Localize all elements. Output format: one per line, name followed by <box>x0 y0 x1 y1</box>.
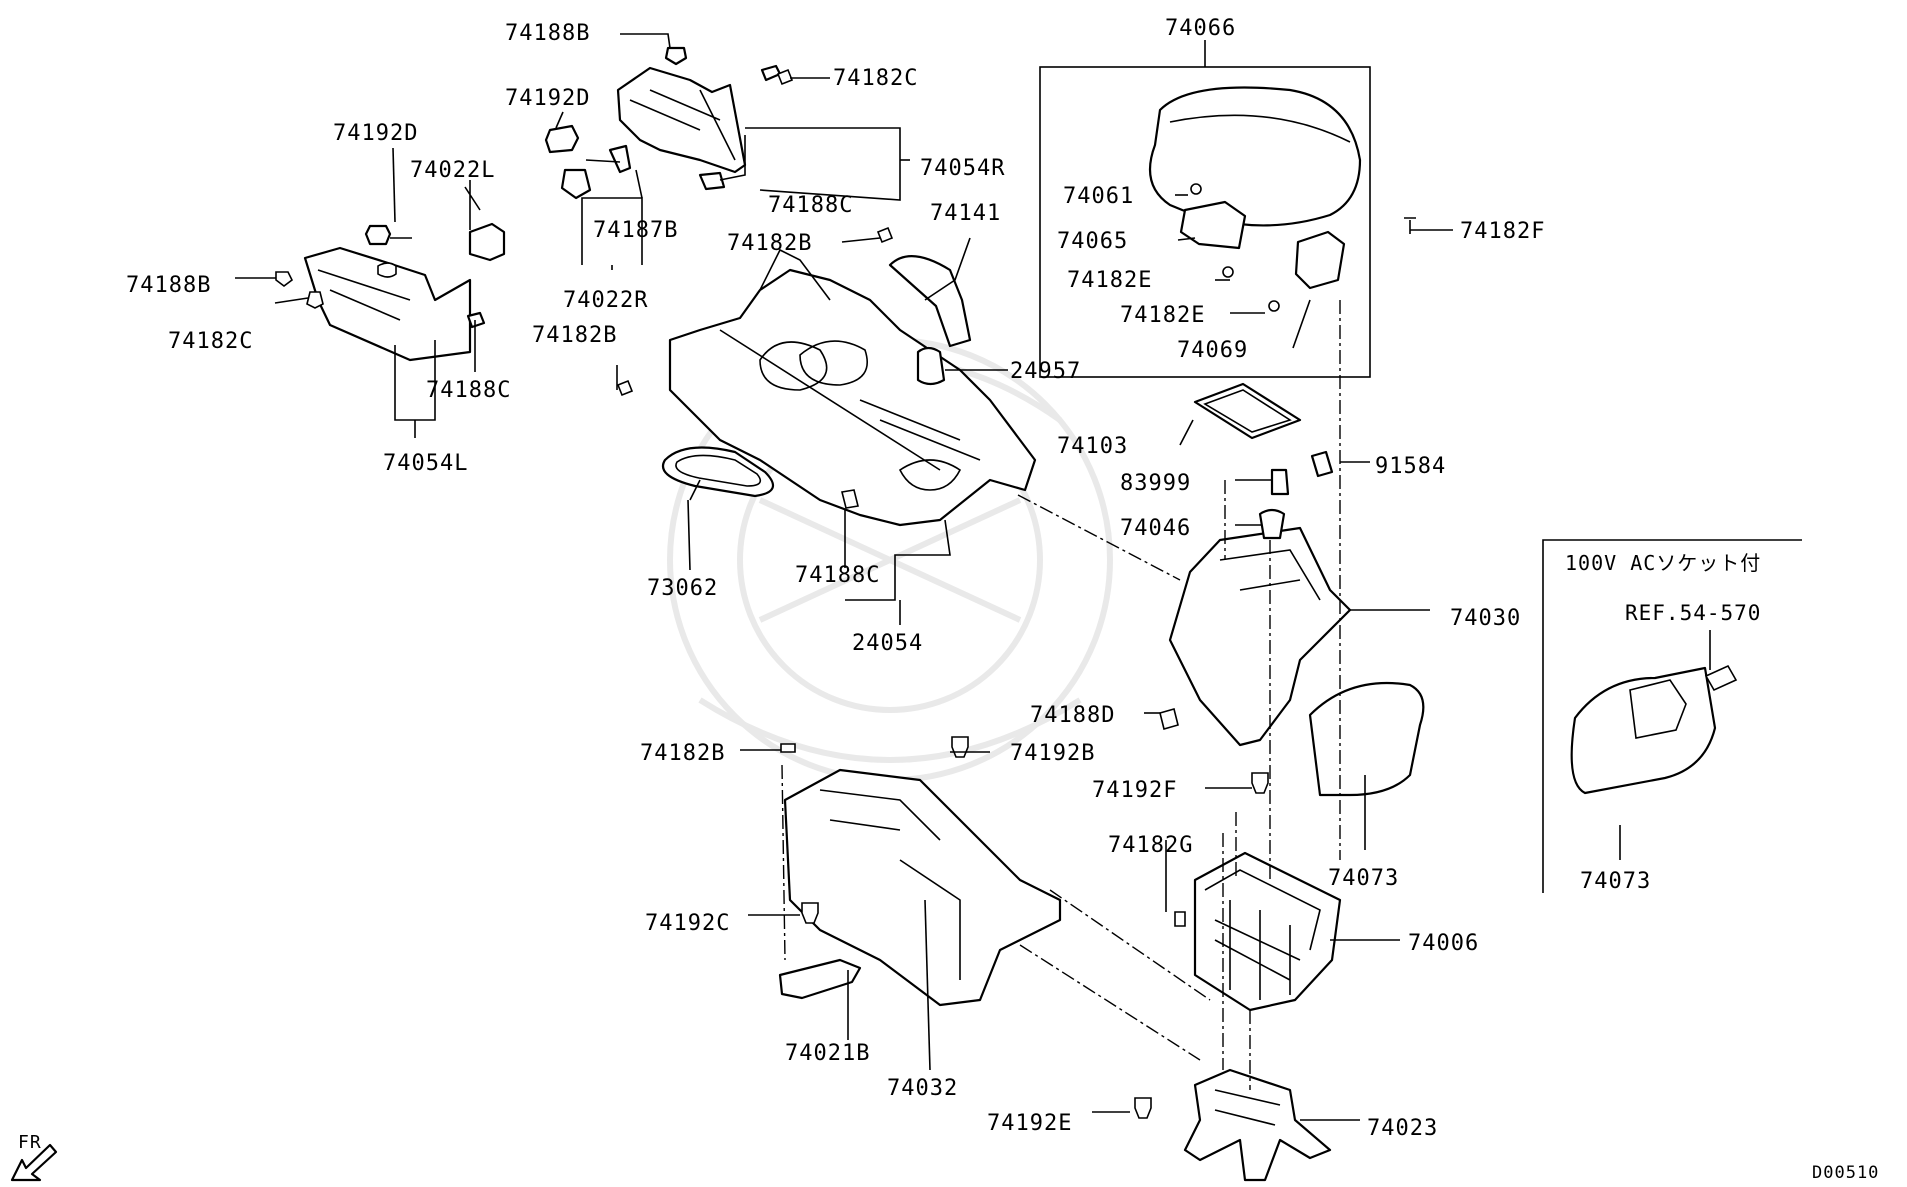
label-74192D-a: 74192D <box>505 86 590 111</box>
label-74188B-left: 74188B <box>126 273 211 298</box>
label-74192E: 74192E <box>987 1111 1072 1136</box>
label-74192B: 74192B <box>1010 741 1095 766</box>
label-74182C-left: 74182C <box>168 329 253 354</box>
floor-console-74032 <box>778 768 1062 1007</box>
label-74046: 74046 <box>1120 516 1191 541</box>
label-74069: 74069 <box>1177 338 1248 363</box>
label-74188C-left: 74188C <box>426 378 511 403</box>
rear-console-74030 <box>1159 382 1425 797</box>
label-74066: 74066 <box>1165 16 1236 41</box>
part-labels: 74188B 74182C 74192D 74192D 74022L 74054… <box>18 16 1879 1183</box>
label-24054: 24054 <box>852 631 923 656</box>
label-74182F: 74182F <box>1460 219 1545 244</box>
inset-title: 100V ACソケット付 <box>1565 551 1761 575</box>
label-74022L: 74022L <box>410 158 495 183</box>
assembly-lines <box>781 300 1341 1090</box>
label-74141: 74141 <box>930 201 1001 226</box>
inset-ac-socket <box>1542 539 1802 893</box>
bracket-74023 <box>1183 1068 1332 1182</box>
label-74103: 74103 <box>1057 434 1128 459</box>
label-74022R: 74022R <box>563 288 648 313</box>
label-24957: 24957 <box>1010 359 1081 384</box>
panel-74054L <box>303 222 506 362</box>
label-code: D00510 <box>1812 1163 1879 1183</box>
panel-74054R <box>544 46 782 200</box>
label-74182B-mid: 74182B <box>727 231 812 256</box>
label-74182E-b: 74182E <box>1120 303 1205 328</box>
label-74188D: 74188D <box>1030 703 1115 728</box>
leader-lines <box>235 33 1453 1121</box>
label-74182G: 74182G <box>1108 833 1193 858</box>
label-74188B-top: 74188B <box>505 21 590 46</box>
label-74192C: 74192C <box>645 911 730 936</box>
label-74021B: 74021B <box>785 1041 870 1066</box>
label-91584: 91584 <box>1375 454 1446 479</box>
label-74032: 74032 <box>887 1076 958 1101</box>
label-74006: 74006 <box>1408 931 1479 956</box>
fastener-set <box>275 68 1269 1119</box>
inset-part: 74073 <box>1580 869 1651 894</box>
label-74192D-b: 74192D <box>333 121 418 146</box>
label-74073: 74073 <box>1328 866 1399 891</box>
console-24054 <box>662 248 1037 527</box>
label-83999: 83999 <box>1120 471 1191 496</box>
label-74023: 74023 <box>1367 1116 1438 1141</box>
label-74188C-mid: 74188C <box>795 563 880 588</box>
label-74054R: 74054R <box>920 156 1005 181</box>
label-74182C-top: 74182C <box>833 66 918 91</box>
bin-74006 <box>1193 851 1342 1012</box>
label-74182E-a: 74182E <box>1067 268 1152 293</box>
armrest-74066 <box>1039 66 1416 378</box>
label-74192F: 74192F <box>1092 778 1177 803</box>
label-74061: 74061 <box>1063 184 1134 209</box>
label-74188C-top: 74188C <box>768 193 853 218</box>
label-fr: FR <box>18 1132 42 1153</box>
label-74065: 74065 <box>1057 229 1128 254</box>
inset-ref: REF.54-570 <box>1625 601 1761 625</box>
label-74030: 74030 <box>1450 606 1521 631</box>
front-arrow-icon <box>10 1143 58 1182</box>
label-74054L: 74054L <box>383 451 468 476</box>
label-74182B-left: 74182B <box>532 323 617 348</box>
label-74182B-low: 74182B <box>640 741 725 766</box>
label-73062: 73062 <box>647 576 718 601</box>
label-74187B: 74187B <box>593 218 678 243</box>
